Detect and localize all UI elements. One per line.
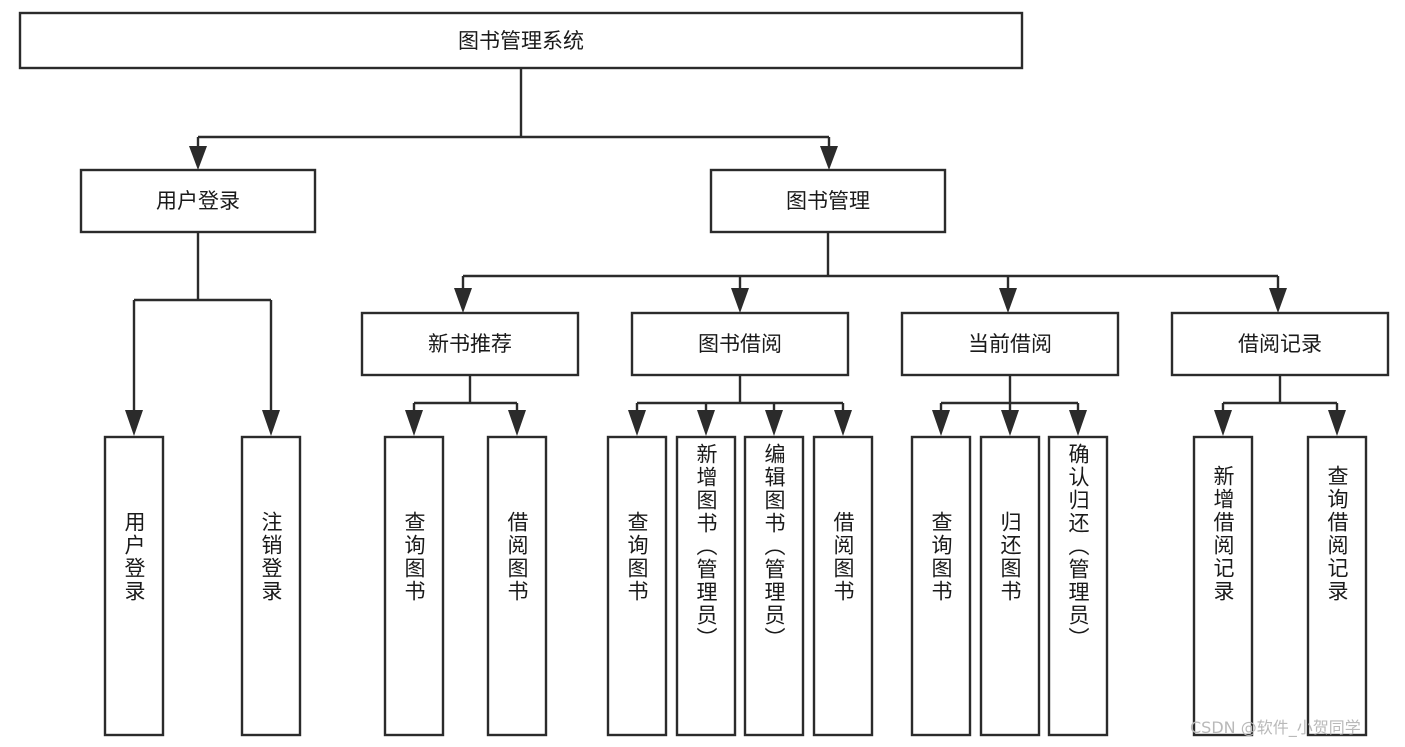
leaf-user-login-label: 用户登录 (122, 511, 147, 603)
leaf-edit-book-label: 编辑图书（管理员） (762, 443, 787, 650)
arrowhead-leaf-borrow-book-1 (508, 410, 526, 436)
leaf-borrow-book-2-rect[interactable] (812, 435, 874, 737)
leaf-query-book-1-rect[interactable] (383, 435, 445, 737)
node-new-book-recommend[interactable]: 新书推荐 (360, 311, 580, 377)
leaf-query-book-1-label: 查询图书 (402, 511, 427, 603)
arrowhead-leaf-user-login (125, 410, 143, 436)
leaf-edit-book-rect[interactable] (743, 435, 805, 737)
leaf-add-record-label: 新增借阅记录 (1211, 465, 1236, 603)
leaf-confirm-return[interactable]: 确认归还（管理员） (1049, 437, 1107, 735)
node-new-book-recommend-label: 新书推荐 (428, 332, 512, 356)
node-book-manage[interactable]: 图书管理 (709, 168, 947, 234)
leaf-query-book-3[interactable]: 查询图书 (912, 437, 970, 735)
csdn-watermark: CSDN @软件_小贺同学 (1190, 718, 1361, 737)
leaf-query-book-2-rect[interactable] (606, 435, 668, 737)
leaf-add-record[interactable]: 新增借阅记录 (1194, 437, 1252, 735)
leaf-borrow-book-1-label: 借阅图书 (505, 511, 530, 603)
leaf-add-book[interactable]: 新增图书（管理员） (677, 437, 735, 735)
leaf-user-login-rect[interactable] (103, 435, 165, 737)
arrowhead-leaf-query-record (1328, 410, 1346, 436)
node-current-borrow-rect[interactable] (900, 311, 1120, 377)
node-user-login-label: 用户登录 (156, 189, 240, 213)
leaf-query-book-3-label: 查询图书 (929, 511, 954, 603)
leaf-query-book-2[interactable]: 查询图书 (608, 437, 666, 735)
leaf-borrow-book-1-rect[interactable] (486, 435, 548, 737)
arrowhead-leaf-query-book-3 (932, 410, 950, 436)
leaf-query-record-label: 查询借阅记录 (1325, 465, 1350, 603)
leaf-logout-login-rect[interactable] (240, 435, 302, 737)
arrowhead-leaf-borrow-book-2 (834, 410, 852, 436)
arrowhead-to-new-book-recommend (454, 288, 472, 313)
leaf-logout-login[interactable]: 注销登录 (242, 437, 300, 735)
leaf-edit-book[interactable]: 编辑图书（管理员） (745, 437, 803, 735)
leaf-confirm-return-label: 确认归还（管理员） (1066, 443, 1091, 650)
leaf-borrow-book-2[interactable]: 借阅图书 (814, 437, 872, 735)
leaf-borrow-book-1[interactable]: 借阅图书 (488, 437, 546, 735)
node-root-label: 图书管理系统 (458, 29, 584, 53)
arrowhead-leaf-add-book (697, 410, 715, 436)
leaf-logout-login-label: 注销登录 (259, 511, 284, 603)
leaf-query-book-1[interactable]: 查询图书 (385, 437, 443, 735)
arrowhead-to-book-borrow (731, 288, 749, 313)
arrowhead-to-borrow-record (1269, 288, 1287, 313)
leaf-query-book-2-label: 查询图书 (625, 511, 650, 603)
leaf-add-book-rect[interactable] (675, 435, 737, 737)
leaf-query-record-rect[interactable] (1306, 435, 1368, 737)
node-root[interactable]: 图书管理系统 (18, 11, 1024, 70)
leaf-query-book-3-rect[interactable] (910, 435, 972, 737)
arrowhead-leaf-return-book (1001, 410, 1019, 436)
arrowhead-to-user-login (189, 146, 207, 170)
node-borrow-record[interactable]: 借阅记录 (1170, 311, 1390, 377)
leaf-query-record[interactable]: 查询借阅记录 (1308, 437, 1366, 735)
leaf-confirm-return-rect[interactable] (1047, 435, 1109, 737)
leaf-borrow-book-2-label: 借阅图书 (831, 511, 856, 603)
node-book-borrow-rect[interactable] (630, 311, 850, 377)
arrowhead-leaf-confirm-return (1069, 410, 1087, 436)
arrowhead-leaf-query-book-1 (405, 410, 423, 436)
node-current-borrow-label: 当前借阅 (968, 332, 1052, 356)
node-borrow-record-label: 借阅记录 (1238, 332, 1322, 356)
node-book-borrow[interactable]: 图书借阅 (630, 311, 850, 377)
leaf-return-book[interactable]: 归还图书 (981, 437, 1039, 735)
arrowhead-to-current-borrow (999, 288, 1017, 313)
leaf-user-login[interactable]: 用户登录 (105, 437, 163, 735)
leaf-return-book-label: 归还图书 (998, 511, 1023, 603)
arrowhead-leaf-query-book-2 (628, 410, 646, 436)
arrowhead-leaf-add-record (1214, 410, 1232, 436)
leaf-return-book-rect[interactable] (979, 435, 1041, 737)
node-new-book-recommend-rect[interactable] (360, 311, 580, 377)
leaf-add-record-rect[interactable] (1192, 435, 1254, 737)
arrowhead-leaf-edit-book (765, 410, 783, 436)
arrowhead-to-book-manage (820, 146, 838, 170)
node-root-rect[interactable] (18, 11, 1024, 70)
node-book-borrow-label: 图书借阅 (698, 332, 782, 356)
arrowhead-leaf-logout-login (262, 410, 280, 436)
node-book-manage-label: 图书管理 (786, 189, 870, 213)
leaf-add-book-label: 新增图书（管理员） (694, 443, 719, 650)
node-current-borrow[interactable]: 当前借阅 (900, 311, 1120, 377)
node-user-login[interactable]: 用户登录 (79, 168, 317, 234)
